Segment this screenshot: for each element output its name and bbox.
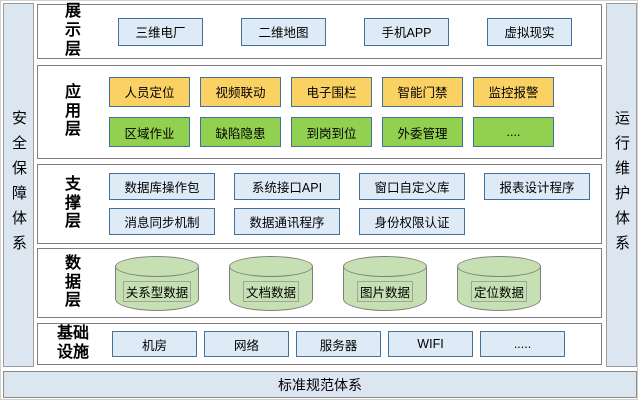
presentation-item: 虚拟现实 [487,17,572,46]
database-cylinder-label: 文档数据 [242,280,299,302]
database-cylinder-label: 定位数据 [470,280,527,302]
infrastructure-item: 机房 [112,331,197,357]
support-item: 数据库操作包 [109,173,215,200]
presentation-item: 二维地图 [241,17,326,46]
database-cylinder: 文档数据 [229,255,313,311]
panel-security-assurance-label: 安全保障体系 [10,110,27,260]
database-cylinder-label: 关系型数据 [122,280,192,302]
support-item: 身份权限认证 [359,208,465,235]
layer-infrastructure-label: 基础设施 [56,325,89,361]
layer-support: 支撑层 数据库操作包 系统接口API 窗口自定义库 报表设计程序 消息同步机制 … [37,164,602,244]
infrastructure-item: WIFI [388,331,473,357]
panel-standards: 标准规范体系 [3,371,637,398]
layer-application-label: 应用层 [64,83,81,139]
application-item: 电子围栏 [291,76,372,107]
application-item: 区域作业 [109,117,190,148]
support-item: 消息同步机制 [109,208,215,235]
layer-presentation-label: 展示层 [64,3,81,58]
support-item: 系统接口API [234,173,340,200]
application-item: 人员定位 [109,76,190,107]
application-item: .... [473,117,554,148]
application-item: 智能门禁 [382,76,463,107]
layer-data: 数据层 关系型数据 文档数据 图片数据 定位数据 [37,248,602,318]
database-cylinder-label: 图片数据 [356,280,413,302]
presentation-item: 手机APP [364,17,449,46]
application-item: 外委管理 [382,117,463,148]
panel-operation-maintenance-label: 运行维护体系 [613,110,630,260]
support-item: 数据通讯程序 [234,208,340,235]
layer-application: 应用层 人员定位 视频联动 电子围栏 智能门禁 监控报警 区域作业 缺陷隐患 到… [37,65,602,159]
infrastructure-item: 服务器 [296,331,381,357]
panel-security-assurance: 安全保障体系 [3,3,34,367]
infrastructure-item: 网络 [204,331,289,357]
database-cylinder: 关系型数据 [115,255,199,311]
panel-standards-label: 标准规范体系 [278,376,362,393]
application-item: 到岗到位 [291,117,372,148]
infrastructure-item: ..... [480,331,565,357]
panel-operation-maintenance: 运行维护体系 [606,3,637,367]
layer-presentation: 展示层 三维电厂 二维地图 手机APP 虚拟现实 [37,3,602,59]
database-cylinder: 图片数据 [343,255,427,311]
support-item: 报表设计程序 [484,173,590,200]
database-cylinder: 定位数据 [457,255,541,311]
presentation-item: 三维电厂 [118,17,203,46]
application-item: 监控报警 [473,76,554,107]
layer-support-label: 支撑层 [64,175,81,231]
layer-infrastructure: 基础设施 机房 网络 服务器 WIFI ..... [37,323,602,365]
application-item: 视频联动 [200,76,281,107]
support-item: 窗口自定义库 [359,173,465,200]
layer-data-label: 数据层 [64,254,81,310]
application-item: 缺陷隐患 [200,117,281,148]
